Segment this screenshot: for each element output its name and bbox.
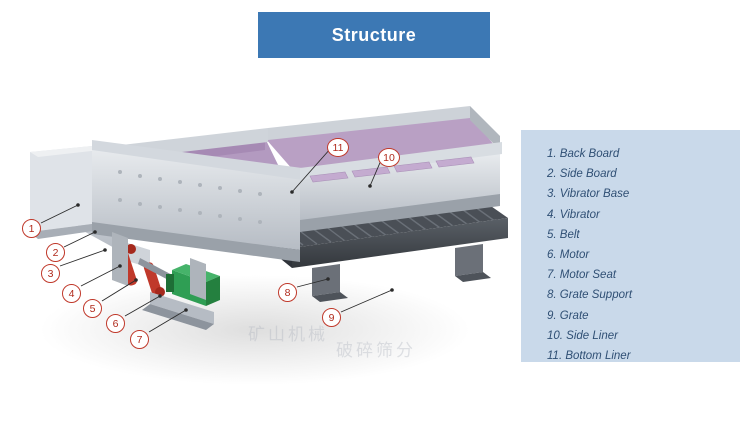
back-board-end-face — [30, 146, 92, 232]
support-frame-right — [190, 258, 206, 300]
right-far-rail — [268, 106, 470, 140]
legend-panel: 1. Back Board 2. Side Board 3. Vibrator … — [521, 130, 740, 362]
callout-5: 5 — [83, 299, 102, 318]
callout-9: 9 — [322, 308, 341, 327]
legend-item: 5. Belt — [547, 228, 580, 241]
callout-3: 3 — [41, 264, 60, 283]
motor-seat-base — [142, 304, 214, 330]
legend-item: 7. Motor Seat — [547, 269, 617, 282]
vibrator-hub-top — [126, 244, 136, 254]
grate-front-face — [292, 218, 508, 268]
side-board-top-rail — [92, 140, 302, 180]
back-board-top-edge — [30, 146, 100, 157]
legend-item: 9. Grate — [547, 309, 589, 322]
ground-shadow — [40, 275, 470, 385]
callout-10: 10 — [378, 148, 400, 167]
legend-item: 10. Side Liner — [547, 329, 618, 342]
grate-support-left — [312, 264, 340, 296]
grate-support-left-foot — [312, 292, 348, 302]
title-banner: Structure — [258, 12, 490, 58]
right-side-board-rail — [300, 142, 502, 180]
side-liner-surface — [265, 116, 500, 178]
legend-item: 2. Side Board — [547, 168, 617, 181]
page-title: Structure — [331, 24, 417, 45]
legend-item: 4. Vibrator — [547, 208, 600, 221]
motor-seat — [150, 292, 214, 324]
callout-11: 11 — [327, 138, 349, 157]
side-board-bottom-rail — [92, 222, 300, 262]
callout-6: 6 — [106, 314, 125, 333]
legend-item: 11. Bottom Liner — [547, 350, 631, 363]
grate-support-right — [455, 244, 483, 276]
grate-support-right-foot — [455, 272, 491, 282]
support-frame-left — [112, 232, 128, 286]
legend-item: 3. Vibrator Base — [547, 188, 630, 201]
legend-item: 6. Motor — [547, 249, 590, 262]
legend-item: 8. Grate Support — [547, 289, 633, 302]
leader-lines — [40, 147, 393, 333]
right-side-board-bottom-rail — [300, 194, 500, 232]
callout-4: 4 — [62, 284, 81, 303]
callout-7: 7 — [130, 330, 149, 349]
callout-2: 2 — [46, 243, 65, 262]
back-board-bottom-edge — [30, 224, 100, 239]
legend-list: 1. Back Board 2. Side Board 3. Vibrator … — [547, 144, 737, 366]
legend-item: 1. Back Board — [547, 148, 620, 160]
side-board-rivets — [118, 170, 262, 224]
vibrating-feeder-diagram — [30, 106, 508, 385]
right-side-board-face — [300, 152, 500, 222]
callout-8: 8 — [278, 283, 297, 302]
side-liner-plates — [309, 156, 475, 183]
right-far-end — [470, 106, 500, 150]
callout-1: 1 — [22, 219, 41, 238]
leader-line-endpoints — [76, 184, 394, 312]
